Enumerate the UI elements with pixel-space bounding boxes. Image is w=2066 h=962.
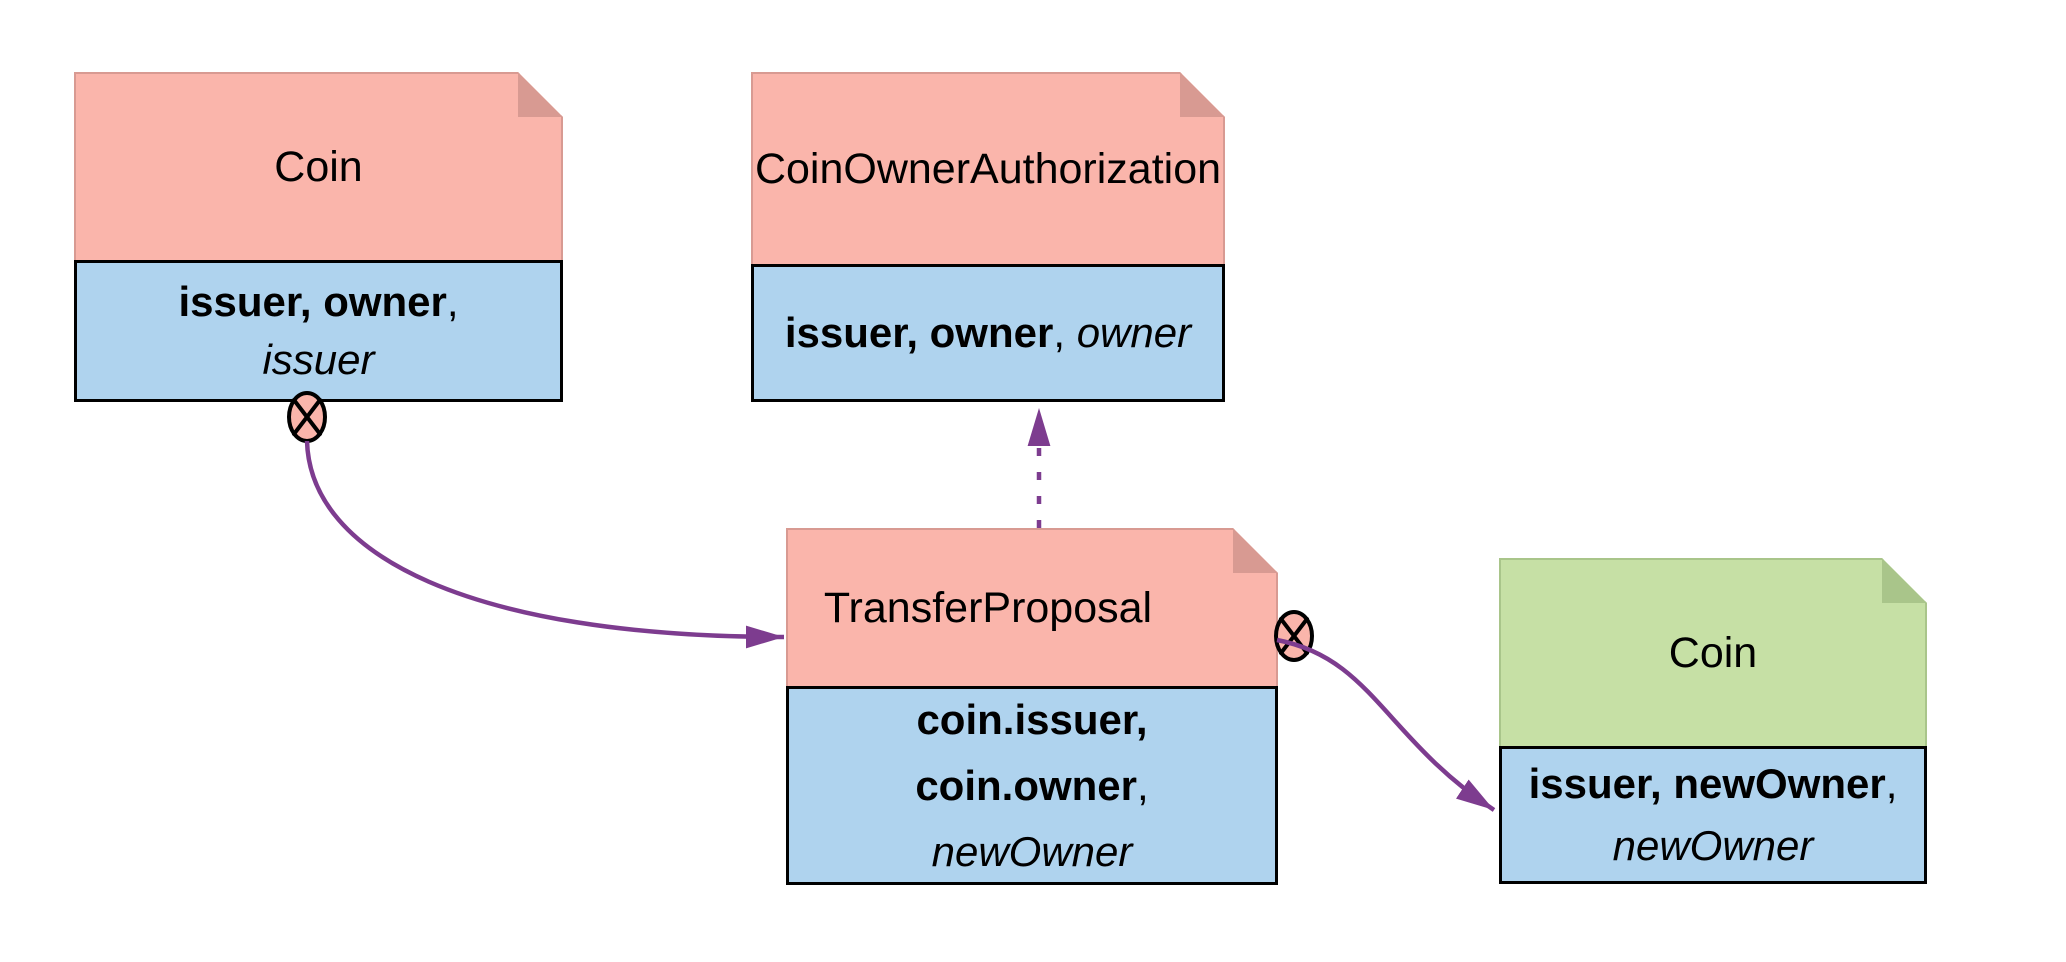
note-header: TransferProposal <box>786 528 1278 686</box>
arrow-coin-to-transferproposal <box>304 440 785 649</box>
template-node-coin-owner-authorization: CoinOwnerAuthorization issuer, owner, ow… <box>751 72 1225 402</box>
contract-parties: issuer, owner, owner <box>751 264 1225 402</box>
signatories-text-line2: coin.owner <box>915 761 1138 809</box>
controllers-text: newOwner <box>931 827 1133 875</box>
separator-text: , <box>1885 760 1898 807</box>
note-header: Coin <box>1499 558 1927 746</box>
note-fold-icon <box>1882 558 1927 603</box>
contract-parties: issuer, newOwner, newOwner <box>1499 746 1927 884</box>
signatories-text-line1: coin.issuer, <box>916 695 1148 743</box>
signatories-line: issuer, newOwner, <box>1529 753 1898 815</box>
separator-text: , <box>1053 309 1077 356</box>
controllers-text: issuer <box>262 336 375 383</box>
note-fold-icon <box>1180 72 1225 117</box>
archive-icon <box>1274 610 1314 662</box>
signatories-line: issuer, owner, owner <box>785 303 1191 363</box>
separator-text: , <box>1137 761 1149 809</box>
template-title: Coin <box>1668 628 1758 677</box>
note-header: CoinOwnerAuthorization <box>751 72 1225 264</box>
signatories-line: coin.owner, <box>915 753 1148 819</box>
note-fold-icon <box>1233 528 1278 573</box>
template-node-transfer-proposal: TransferProposal coin.issuer, coin.owner… <box>786 528 1278 885</box>
template-node-coin-right: Coin issuer, newOwner, newOwner <box>1499 558 1927 884</box>
contract-parties: issuer, owner, issuer <box>74 260 563 402</box>
template-title: CoinOwnerAuthorization <box>754 144 1222 193</box>
contract-parties: coin.issuer, coin.owner, newOwner <box>786 686 1278 885</box>
template-title: Coin <box>274 142 363 191</box>
template-title: TransferProposal <box>823 583 1153 632</box>
signatories-line: issuer, owner, <box>178 273 458 331</box>
separator-text: , <box>446 278 459 325</box>
signatories-text: issuer, owner <box>178 278 447 325</box>
arrow-transferproposal-to-new-coin <box>1276 637 1496 812</box>
note-header: Coin <box>74 72 563 260</box>
template-node-coin-left: Coin issuer, owner, issuer <box>74 72 563 402</box>
signatories-text: issuer, newOwner <box>1528 760 1886 807</box>
note-fold-icon <box>518 72 563 117</box>
controllers-text: owner <box>1076 309 1192 356</box>
controllers-text: newOwner <box>1612 822 1814 869</box>
signatories-text: issuer, owner <box>784 309 1054 356</box>
